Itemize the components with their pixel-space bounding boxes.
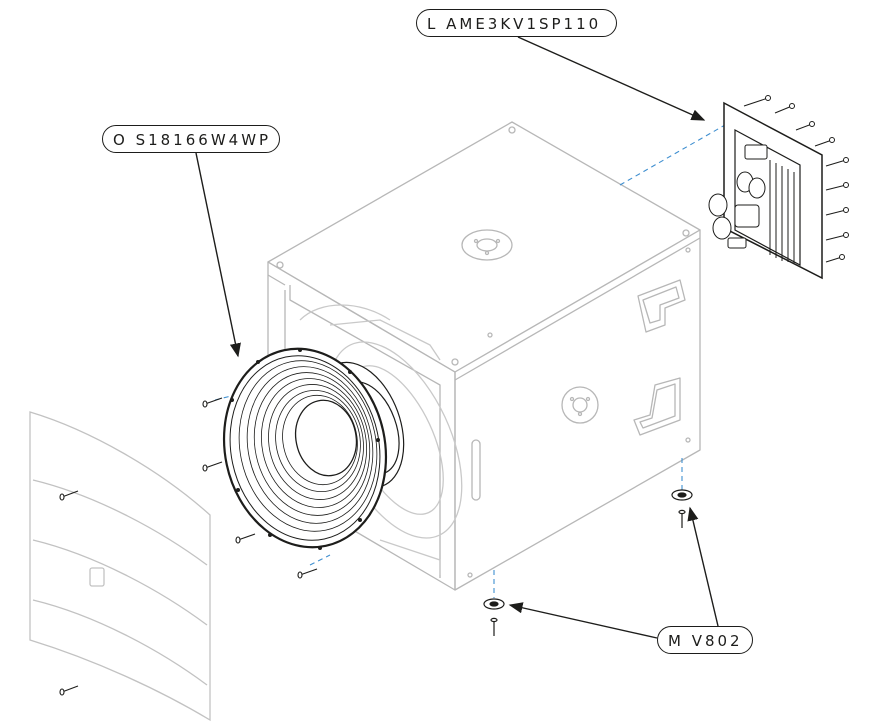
rubber-foot-right: [671, 489, 693, 528]
screw-icon: [59, 490, 79, 501]
woofer-dust-cap: [294, 399, 358, 477]
woofer-driver: [222, 347, 405, 550]
callout-label-woofer-driver: O S18166W4WP: [102, 125, 280, 153]
cabinet-top-details: [276, 126, 690, 366]
callout-arrow-foot-right: [687, 506, 719, 627]
screws: [59, 397, 318, 696]
screw-icon: [202, 461, 223, 472]
callout-arrow-driver: [195, 152, 241, 358]
front-grille: [29, 411, 211, 722]
callout-arrow-foot-left: [508, 602, 658, 639]
screw-icon: [490, 617, 498, 623]
subwoofer-cabinet: [267, 121, 701, 591]
screw-icon: [297, 568, 318, 579]
callout-label-rubber-foot: M V802: [657, 626, 753, 654]
screw-icon: [59, 685, 79, 696]
rubber-foot-left: [483, 598, 505, 636]
screw-icon: [202, 397, 223, 408]
cabinet-side-details: [467, 247, 691, 578]
callout-arrows: [195, 36, 719, 639]
callout-arrow-amp: [517, 36, 706, 121]
woofer-cone: [238, 360, 378, 532]
amp-screws: [743, 95, 849, 263]
amplifier-module: [708, 95, 849, 280]
callout-label-amplifier-module: L AME3KV1SP110: [416, 9, 617, 37]
screw-icon: [678, 509, 686, 515]
grille-logo-icon: [89, 567, 105, 587]
screw-icon: [235, 533, 256, 544]
